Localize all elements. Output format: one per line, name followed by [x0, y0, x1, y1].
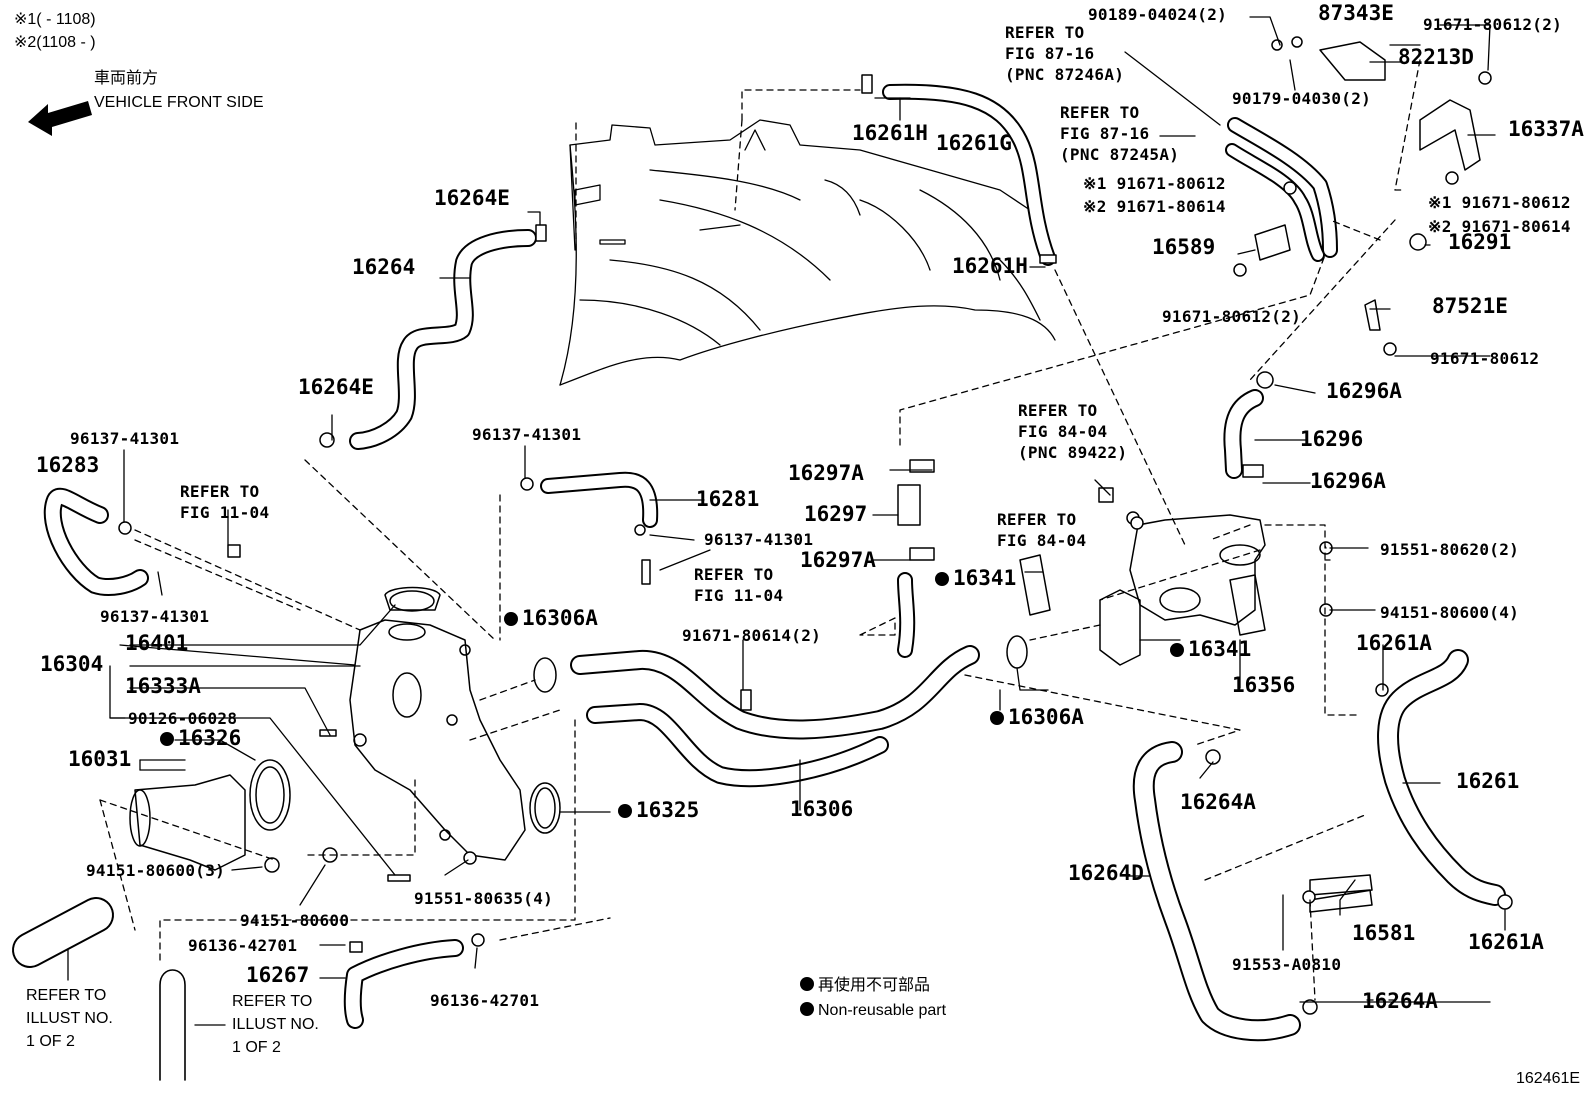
label-16261: 16261 [1456, 769, 1520, 793]
figure-id: 162461E [1516, 1070, 1581, 1087]
front-arrow-icon [28, 101, 92, 136]
label-16291: 16291 [1448, 230, 1512, 254]
label-16297A-top: 16297A [788, 461, 864, 485]
label-90179-04030: 90179-04030(2) [1232, 89, 1372, 108]
label-16264: 16264 [352, 255, 416, 279]
label-82213D: 82213D [1398, 45, 1474, 69]
label-91553-A0810: 91553-A0810 [1232, 955, 1342, 974]
label-94151-80600: 94151-80600 [240, 911, 350, 930]
label-n2-91671-80614-a: ※2 91671-80614 [1083, 197, 1226, 216]
label-16031: 16031 [68, 747, 132, 771]
label-96137-41301-l: 96137-41301 [70, 429, 180, 448]
label-16306A-right: 16306A [990, 707, 1084, 728]
label-91551-80620: 91551-80620(2) [1380, 540, 1520, 559]
label-16337A: 16337A [1508, 117, 1584, 141]
label-n2-91671-80614-b: ※2 91671-80614 [1428, 217, 1571, 236]
label-16296A-bot: 16296A [1310, 469, 1386, 493]
label-n1-91671-80612-b: ※1 91671-80612 [1428, 193, 1571, 212]
label-16267: 16267 [246, 963, 310, 987]
label-16264E-top: 16264E [434, 186, 510, 210]
label-16326: 16326 [160, 728, 241, 749]
refer-fig-84-04: REFER TO FIG 84-04 [997, 510, 1087, 550]
label-16296: 16296 [1300, 427, 1364, 451]
refer-fig-11-04-mid: REFER TO FIG 11-04 [694, 565, 784, 605]
label-16264E-bot: 16264E [298, 375, 374, 399]
label-91551-80635: 91551-80635(4) [414, 889, 554, 908]
label-16356: 16356 [1232, 673, 1296, 697]
label-16296A-top: 16296A [1326, 379, 1402, 403]
label-16341-lower: 16341 [1170, 639, 1251, 660]
refer-fig-87-16-a: REFER TO FIG 87-16 (PNC 87246A) [1005, 23, 1125, 84]
water-inlet-assembly [1019, 514, 1266, 666]
label-90126-06028: 90126-06028 [128, 709, 238, 728]
label-16333A: 16333A [125, 674, 201, 698]
label-16261H-top: 16261H [852, 121, 928, 145]
label-16264A-bot: 16264A [1362, 989, 1438, 1013]
label-16264A-top: 16264A [1180, 790, 1256, 814]
label-16261G: 16261G [936, 131, 1012, 155]
label-16325: 16325 [618, 800, 699, 821]
label-16304: 16304 [40, 652, 104, 676]
label-91671-80612-2-mid: 91671-80612(2) [1162, 307, 1302, 326]
intake-manifold [559, 119, 1056, 386]
thermostat-housing [129, 635, 1028, 871]
label-16281: 16281 [696, 487, 760, 511]
legend-jp: 再使用不可部品 [800, 977, 930, 995]
label-94151-80600-3: 94151-80600(3) [86, 861, 226, 880]
label-16264D: 16264D [1068, 861, 1144, 885]
label-16306A-left: 16306A [504, 608, 598, 629]
dashed-lines [99, 59, 1421, 1001]
water-outlet-housing [349, 586, 526, 861]
label-91671-80614-2: 91671-80614(2) [682, 626, 822, 645]
label-96137-41301-mid: 96137-41301 [472, 425, 582, 444]
label-16261A-bot: 16261A [1468, 930, 1544, 954]
front-jp-text: 車両前方 [94, 70, 159, 87]
label-96137-41301-r: 96137-41301 [704, 530, 814, 549]
refer-fig-84-04-pnc: REFER TO FIG 84-04 (PNC 89422) [1018, 401, 1128, 462]
label-96136-42701-b: 96136-42701 [430, 991, 540, 1010]
label-87521E: 87521E [1432, 294, 1508, 318]
label-16341-upper: 16341 [935, 568, 1016, 589]
refer-fig-87-16-b: REFER TO FIG 87-16 (PNC 87245A) [1060, 103, 1180, 164]
hoses [12, 83, 1506, 1081]
label-96137-41301-lb: 96137-41301 [100, 607, 210, 626]
refer-illust-b: REFER TO ILLUST NO. 1 OF 2 [232, 993, 319, 1056]
front-en-text: VEHICLE FRONT SIDE [94, 94, 264, 111]
legend-en: Non-reusable part [800, 1002, 946, 1020]
label-91671-80612-2-top: 91671-80612(2) [1423, 15, 1563, 34]
label-n1-91671-80612-a: ※1 91671-80612 [1083, 174, 1226, 193]
label-16297: 16297 [804, 502, 868, 526]
leader-lines [67, 16, 1506, 1026]
label-16589: 16589 [1152, 235, 1216, 259]
label-16261H-mid: 16261H [952, 254, 1028, 278]
label-96136-42701-a: 96136-42701 [188, 936, 298, 955]
label-16306: 16306 [790, 797, 854, 821]
label-16581: 16581 [1352, 921, 1416, 945]
label-87343E: 87343E [1318, 1, 1394, 25]
label-16283: 16283 [36, 453, 100, 477]
label-16297A-bot: 16297A [800, 548, 876, 572]
clamps-and-bolts [118, 36, 1513, 1015]
note-1-text: ※1( - 1108) [14, 11, 96, 28]
label-16401: 16401 [125, 631, 189, 655]
refer-illust-a: REFER TO ILLUST NO. 1 OF 2 [26, 987, 113, 1050]
label-16261A-top: 16261A [1356, 631, 1432, 655]
label-90189-04024: 90189-04024(2) [1088, 5, 1228, 24]
refer-fig-11-04-left: REFER TO FIG 11-04 [180, 482, 270, 522]
label-91671-80612-single: 91671-80612 [1430, 349, 1540, 368]
label-94151-80600-4: 94151-80600(4) [1380, 603, 1520, 622]
note-2-text: ※2(1108 - ) [14, 34, 96, 51]
